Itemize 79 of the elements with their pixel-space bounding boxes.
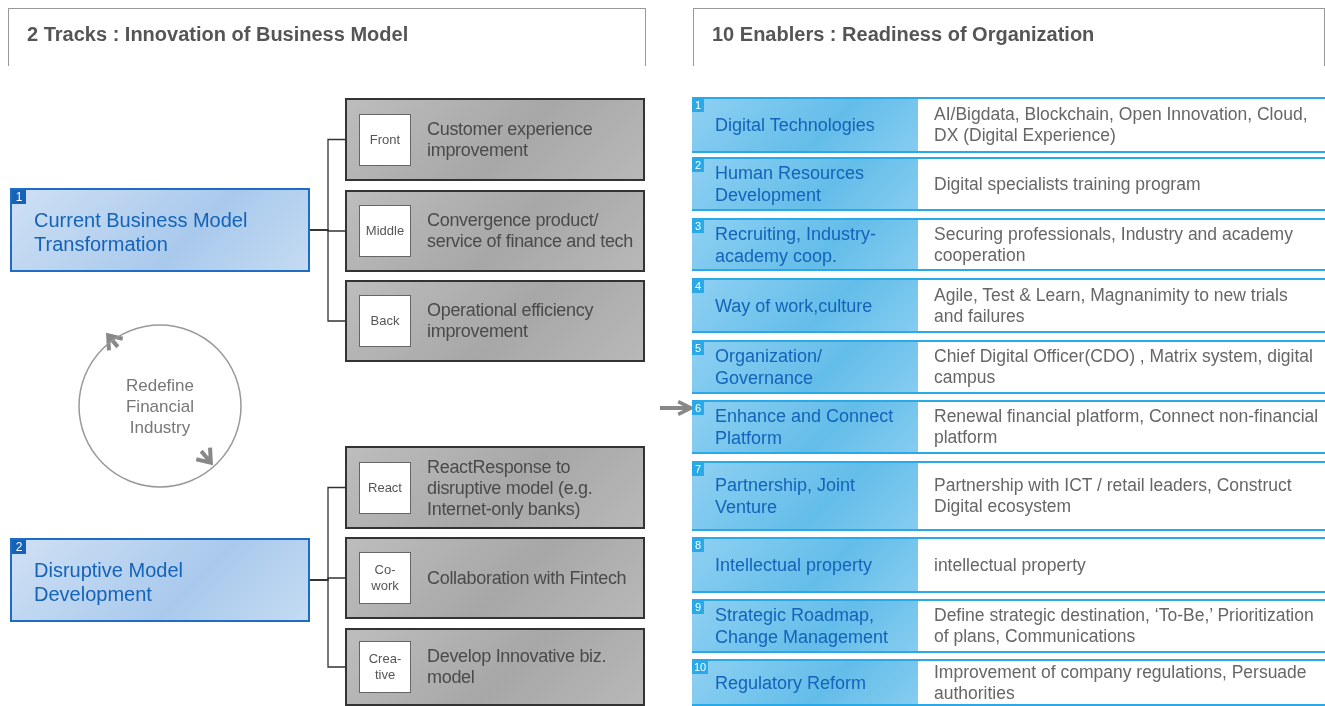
cycle-circle — [78, 324, 242, 488]
layer-description: Collaboration with Fintech — [427, 567, 628, 589]
enabler-row — [692, 537, 1325, 593]
enabler-description: Digital specialists training program — [934, 173, 1202, 195]
enabler-row — [692, 157, 1325, 211]
track-title: Disruptive Model Development — [34, 558, 184, 606]
enabler-title: Organization/ Governance — [715, 345, 824, 389]
layer-box — [345, 537, 645, 619]
enabler-description: Chief Digital Officer(CDO) , Matrix system, digital campus — [934, 346, 1314, 388]
enabler-description: Renewal financial platform, Connect non-financial platform — [934, 406, 1319, 448]
enabler-title: Recruiting, Industry-academy coop. — [715, 222, 878, 267]
track-title: Current Business Model Transformation — [34, 208, 249, 256]
enabler-description: AI/Bigdata, Blockchain, Open Innovation, Cloud, DX (Digital Experience) — [934, 104, 1309, 146]
connector-line — [309, 229, 346, 322]
enabler-row — [692, 97, 1325, 153]
layer-tag-text: Back — [369, 313, 401, 329]
layer-tag-text: React — [367, 479, 403, 496]
enabler-row — [692, 461, 1325, 531]
section-title: 10 Enablers : Readiness of Organization — [712, 23, 1095, 46]
enabler-title: Strategic Roadmap, Change Management — [715, 604, 890, 648]
enabler-row — [692, 659, 1325, 706]
section-header — [8, 8, 646, 66]
number-badge: 3 — [692, 220, 704, 233]
layer-box — [345, 190, 645, 272]
enabler-row — [692, 400, 1325, 454]
enabler-row — [692, 218, 1325, 271]
layer-box — [345, 446, 645, 529]
connector-line — [309, 579, 346, 668]
layer-description: Develop Innovative biz. model — [427, 646, 608, 688]
enabler-title: Human Resources Development — [715, 162, 866, 206]
layer-tag — [359, 113, 411, 166]
arrow — [660, 399, 693, 417]
number-badge: 5 — [692, 342, 704, 355]
cycle-label: Redefine Financial Industry — [124, 374, 196, 438]
number-badge: 7 — [692, 463, 704, 476]
enabler-title: Way of work,culture — [715, 294, 874, 317]
enabler-description: Agile, Test & Learn, Magnanimity to new trials and failures — [934, 284, 1289, 327]
layer-description: Customer experience improvement — [427, 118, 594, 161]
layer-tag-text: Crea- tive — [367, 651, 403, 683]
enabler-row — [692, 278, 1325, 333]
layer-tag — [359, 461, 411, 514]
enabler-description: Partnership with ICT / retail leaders, Construct Digital ecosystem — [934, 475, 1293, 517]
number-badge: 8 — [692, 539, 704, 552]
layer-box — [345, 628, 645, 706]
number-badge: 2 — [12, 540, 26, 554]
layer-description: Convergence product/ service of finance and tech — [427, 210, 635, 252]
layer-tag — [359, 205, 411, 257]
number-badge: 2 — [692, 159, 704, 172]
layer-box — [345, 280, 645, 362]
enabler-title: Partnership, Joint Venture — [715, 474, 857, 518]
number-badge: 4 — [692, 280, 704, 293]
layer-tag-text: Middle — [365, 223, 405, 239]
enabler-title: Intellectual property — [715, 554, 874, 576]
enabler-title: Digital Technologies — [715, 114, 876, 136]
layer-box — [345, 98, 645, 181]
layer-tag — [359, 552, 411, 604]
layer-description: ReactResponse to disruptive model (e.g. Internet-only banks) — [427, 456, 594, 519]
track-box — [10, 538, 310, 622]
section-title: 2 Tracks : Innovation of Business Model — [27, 23, 409, 46]
layer-tag-text: Front — [368, 131, 402, 148]
number-badge: 10 — [692, 661, 709, 674]
section-header — [693, 8, 1325, 66]
enabler-title: Regulatory Reform — [715, 671, 868, 694]
enabler-row — [692, 599, 1325, 653]
enabler-description: Securing professionals, Industry and academy cooperation — [934, 223, 1294, 266]
layer-description: Operational efficiency improvement — [427, 300, 595, 342]
enabler-row — [692, 340, 1325, 394]
layer-tag-text: Co- work — [370, 562, 400, 594]
enabler-title: Enhance and Connect Platform — [715, 405, 895, 449]
number-badge: 1 — [692, 99, 704, 112]
enabler-description: Improvement of company regulations, Persuade authorities — [934, 661, 1308, 704]
number-badge: 6 — [692, 402, 704, 415]
layer-tag — [359, 295, 411, 347]
number-badge: 9 — [692, 601, 704, 614]
layer-tag — [359, 641, 411, 693]
enabler-description: Define strategic destination, ‘To-Be,’ Prioritization of plans, Communications — [934, 605, 1315, 647]
number-badge: 1 — [12, 190, 26, 204]
enabler-description: intellectual property — [934, 554, 1087, 576]
track-box — [10, 188, 310, 272]
